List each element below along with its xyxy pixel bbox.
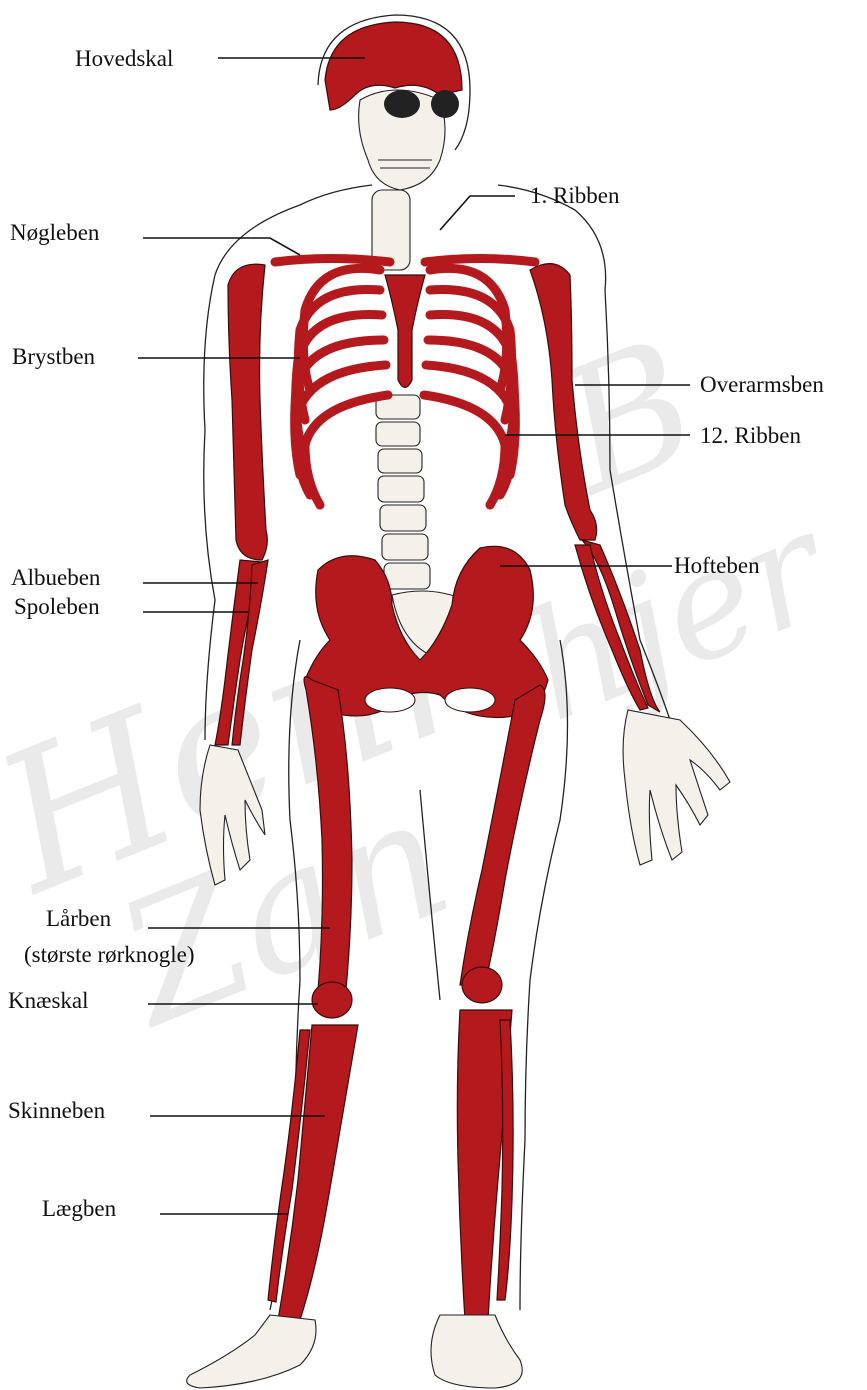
label-brystben: Brystben [12, 344, 96, 369]
leader-ribben1 [440, 196, 515, 230]
label-overarmsben: Overarmsben [700, 372, 824, 397]
label-albueben: Albueben [11, 565, 101, 590]
label-spoleben: Spoleben [14, 594, 100, 619]
label-laegben: Lægben [42, 1196, 117, 1221]
skull [318, 15, 470, 190]
label-skinneben: Skinneben [8, 1098, 106, 1123]
label-laarben: Lårben [46, 906, 112, 931]
label-ribben1: 1. Ribben [530, 183, 620, 208]
label-laarben-note: (største rørknogle) [24, 942, 195, 967]
label-hovedskal: Hovedskal [75, 46, 173, 71]
watermark-text-4: hjer [502, 478, 856, 756]
label-hofteben: Hofteben [674, 553, 760, 578]
label-knaeskal: Knæskal [8, 988, 89, 1013]
leader-noegleben [143, 238, 300, 255]
feet [187, 1315, 523, 1388]
label-noegleben: Nøgleben [10, 220, 100, 245]
label-ribben12: 12. Ribben [700, 423, 801, 448]
